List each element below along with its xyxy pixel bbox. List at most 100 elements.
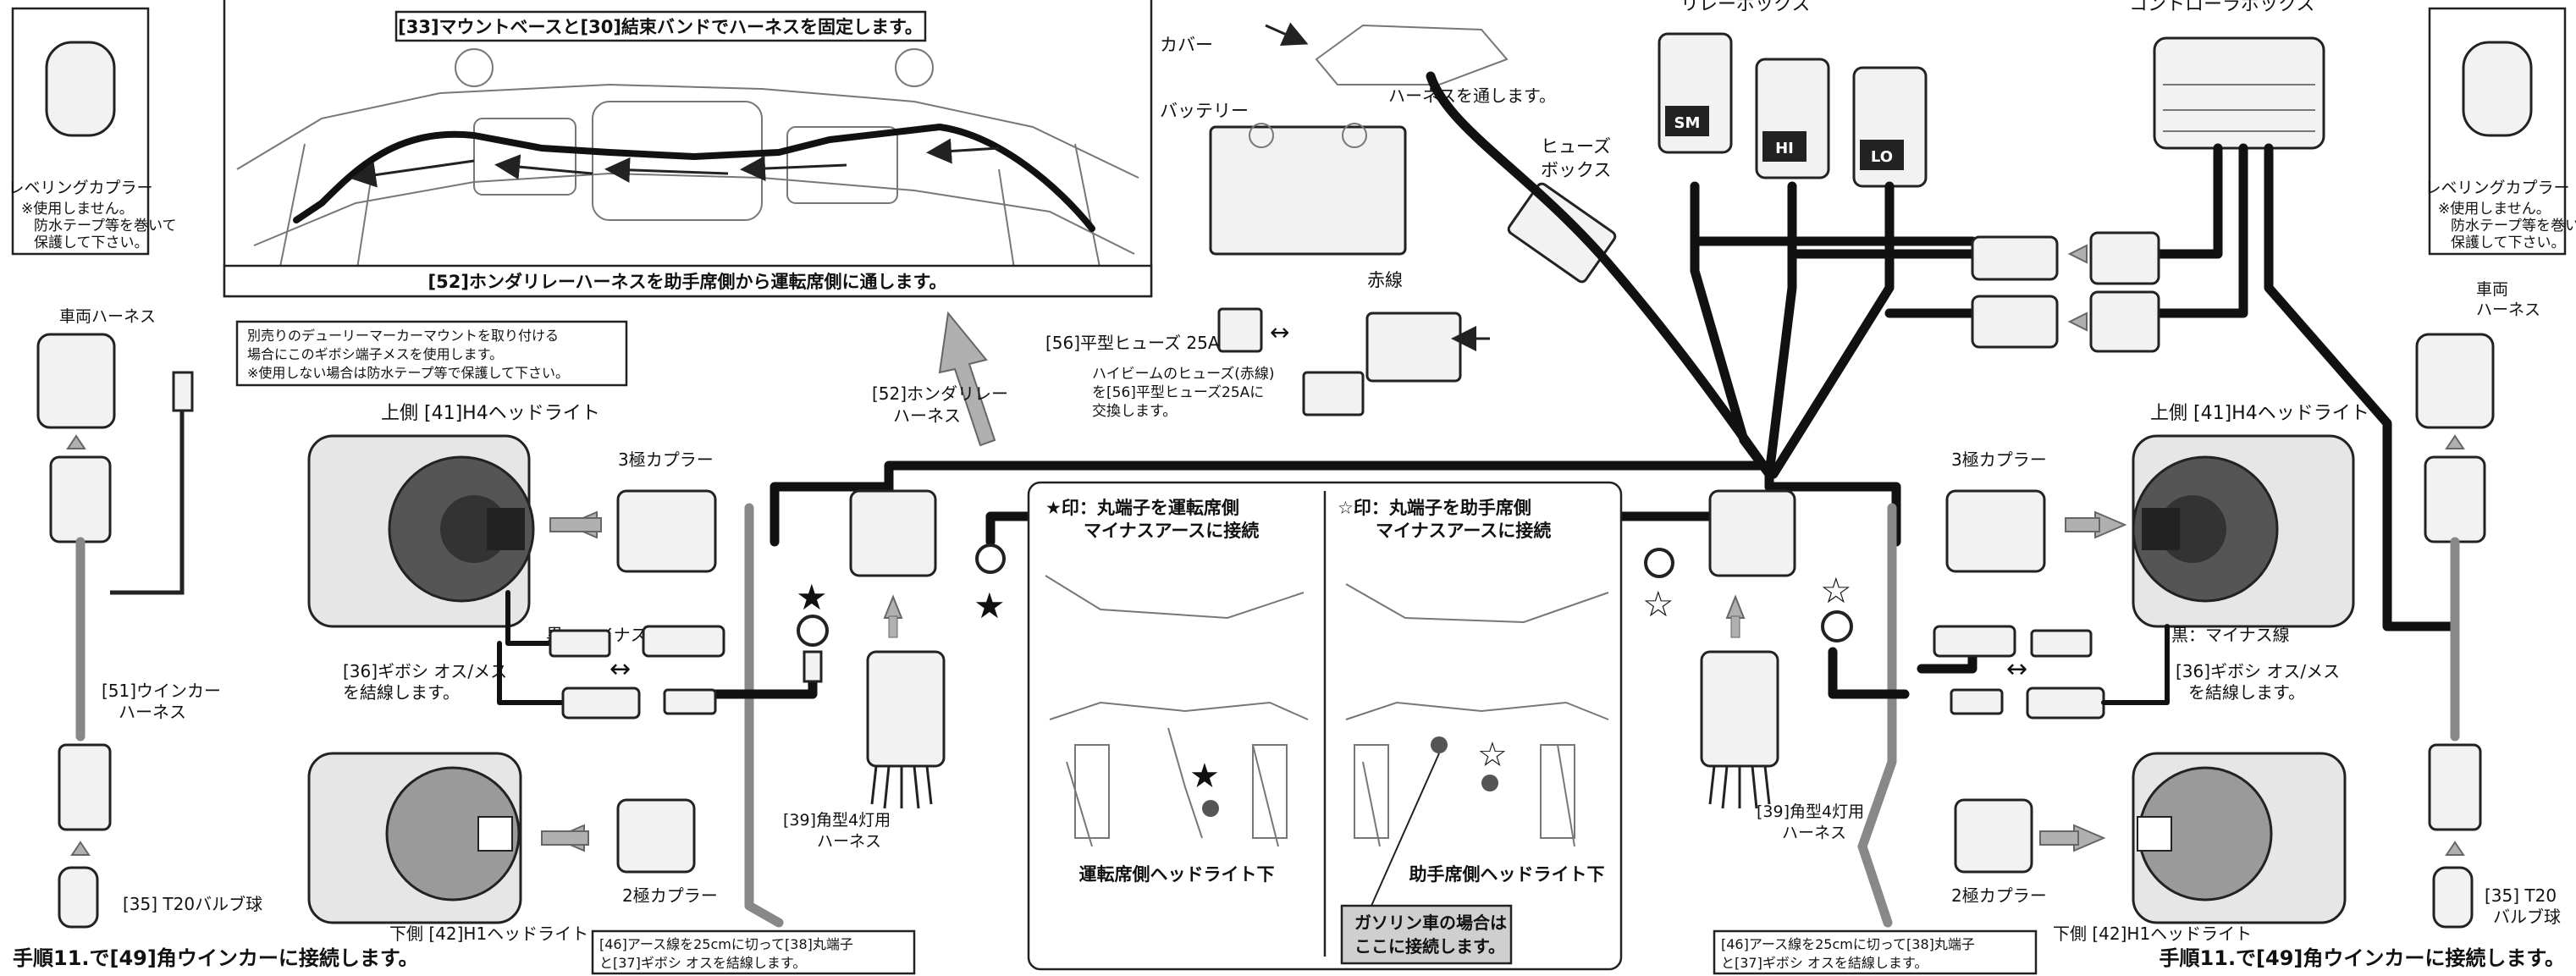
engine-bay: カバー バッテリー ハーネスを通します。 ヒューズ ボックス 赤線 [56]平型… [872, 22, 1617, 426]
red-wire-label: 赤線 [1367, 270, 1403, 290]
flat-fuse-label: [56]平型ヒューズ 25A [1045, 333, 1220, 353]
left-leveling-note-2: 防水テープ等を巻いて [34, 218, 176, 234]
svg-text:↔: ↔ [610, 654, 631, 684]
controller-connectors [1971, 231, 2160, 353]
left-star-1: ★ [796, 576, 828, 618]
right-two-pole-coupler: 2極カプラー [1951, 885, 2047, 906]
left-leveling-title: レベリングカプラー [8, 179, 152, 197]
right-three-pole-coupler: 3極カプラー [1951, 449, 2047, 470]
routing-frame: [33]マウントベースと[30]結束バンドでハーネスを固定します。 [52]ホン… [223, 0, 1153, 298]
ground-panel: ★印：丸端子を運転席側 マイナスアースに接続 ☆印：丸端子を助手席側 マイナスア… [1027, 481, 1623, 971]
left-step11-note: 手順11.で[49]角ウインカーに接続します。 [13, 946, 418, 970]
left-winker-harness-1: [51]ウインカー [102, 681, 221, 701]
left-three-pole-coupler: 3極カプラー [618, 449, 714, 470]
relay-box: リレーボックス SM HI LO [1658, 0, 1928, 188]
right-ground-note-1: [46]アース線を25cmに切って[38]丸端子 [1721, 936, 1975, 952]
honda-relay-route-note: [52]ホンダリレーハーネスを助手席側から運転席側に通します。 [428, 272, 947, 292]
left-leveling-coupler [45, 41, 116, 137]
honda-relay-harness-2: ハーネス [893, 405, 961, 426]
right-t20-label-1: [35] T20 [2485, 885, 2557, 906]
right-honda-relay-plug [1708, 489, 1796, 577]
left-ground-note-1: [46]アース線を25cmに切って[38]丸端子 [599, 936, 853, 952]
right-leveling-coupler [2462, 41, 2533, 137]
relay-sm-label: SM [1674, 114, 1701, 132]
fuse-note-1: ハイビームのヒューズ(赤線) [1092, 366, 1275, 383]
driver-star: ★ [1189, 757, 1220, 796]
driver-ground-title-1: ★印：丸端子を運転席側 [1045, 498, 1239, 518]
passenger-ground-title-1: ☆印：丸端子を助手席側 [1338, 498, 1531, 518]
relay-box-title: リレーボックス [1680, 0, 1810, 15]
controller-box-title: コントローラボックス [2129, 0, 2314, 15]
driver-ground-caption: 運転席側ヘッドライト下 [1079, 864, 1275, 885]
fuse-note-2: を[56]平型ヒューズ25Aに [1092, 384, 1264, 401]
daymarker-note-1: 別売りのデューリーマーカーマウントを取り付ける [247, 328, 559, 344]
fuse-box [1507, 182, 1617, 284]
daymarker-note-3: ※使用しない場合は防水テープ等で保護して下さい。 [247, 365, 569, 381]
passenger-star: ☆ [1477, 736, 1508, 775]
left-sq4-harness-2: ハーネス [817, 832, 881, 851]
left-gibosi-note-1: [36]ギボシ オス/メス [343, 661, 507, 681]
right-vehicle-harness-2: ハーネス [2476, 301, 2540, 319]
left-upper-headlight: 上側 [41]H4ヘッドライト [381, 403, 600, 424]
left-vehicle-harness: 車両ハーネス [59, 307, 156, 326]
right-three-pole-connector [1945, 489, 2046, 573]
left-gibosi-note-2: を結線します。 [343, 682, 460, 703]
right-gibosi-note-1: [36]ギボシ オス/メス [2176, 661, 2340, 681]
right-leveling-note-1: ※使用しません。 [2438, 200, 2551, 218]
left-honda-relay-plug [849, 489, 937, 577]
fuse-box-label-1: ヒューズ [1541, 136, 1611, 157]
right-side: レベリングカプラー ※使用しません。 防水テープ等を巻いて 保護して下さい。 車… [1642, 7, 2576, 975]
right-leveling-note-2: 防水テープ等を巻いて [2451, 218, 2576, 234]
gasoline-note-1: ガソリン車の場合は [1354, 913, 1507, 933]
passenger-ground-title-2: マイナスアースに接続 [1376, 521, 1551, 541]
right-sq4-harness-2: ハーネス [1782, 824, 1846, 842]
battery-label: バッテリー [1160, 101, 1249, 121]
right-ground-note-2: と[37]ギボシ オスを結線します。 [1721, 955, 1928, 971]
right-leveling-note-3: 保護して下さい。 [2451, 234, 2566, 251]
left-side: レベリングカプラー ※使用しません。 防水テープ等を巻いて 保護して下さい。 車… [8, 7, 1006, 975]
cover-label: カバー [1160, 35, 1213, 55]
harness-pass-note: ハーネスを通します。 [1388, 85, 1556, 106]
right-vehicle-harness-1: 車両 [2476, 280, 2508, 299]
right-upper-headlight: 上側 [41]H4ヘッドライト [2150, 403, 2369, 424]
fuse-note-3: 交換します。 [1092, 403, 1177, 420]
gasoline-note-box [1340, 904, 1513, 965]
fuse-holder [1365, 312, 1462, 383]
left-ground-note-2: と[37]ギボシ オスを結線します。 [599, 955, 806, 971]
passenger-ground-caption: 助手席側ヘッドライト下 [1409, 864, 1605, 885]
right-star-1: ☆ [1642, 583, 1674, 625]
left-leveling-note-3: 保護して下さい。 [34, 234, 149, 251]
flat-fuse [1217, 307, 1263, 353]
controller-box: コントローラボックス [2129, 0, 2325, 150]
svg-text:↔: ↔ [1270, 318, 1289, 346]
left-vehicle-connector [36, 333, 116, 429]
mount-fix-note: [33]マウントベースと[30]結束バンドでハーネスを固定します。 [398, 17, 923, 37]
routing-up-arrow [938, 311, 996, 447]
right-t20-bulb [2432, 866, 2474, 929]
left-two-pole-connector [616, 798, 696, 874]
right-step11-note: 手順11.で[49]角ウインカーに接続します。 [2160, 946, 2565, 970]
left-t20-bulb [58, 866, 99, 929]
right-vehicle-connector [2415, 333, 2495, 429]
left-two-pole-coupler: 2極カプラー [622, 885, 718, 906]
relay-hi-label: HI [1775, 140, 1794, 157]
left-leveling-note-1: ※使用しません。 [21, 200, 134, 218]
right-black-minus: 黒：マイナス線 [2171, 625, 2290, 645]
right-two-pole-connector [1954, 798, 2033, 874]
right-t20-label-2: バルブ球 [2493, 907, 2561, 927]
left-three-pole-connector [616, 489, 717, 573]
right-gibosi-note-2: を結線します。 [2188, 682, 2305, 703]
driver-ground-title-2: マイナスアースに接続 [1084, 521, 1259, 541]
honda-relay-harness-1: [52]ホンダリレー [872, 383, 1008, 404]
right-star-2: ☆ [1820, 570, 1852, 611]
battery [1209, 125, 1407, 256]
right-leveling-title: レベリングカプラー [2424, 179, 2569, 197]
left-sq4-harness-1: [39]角型4灯用 [783, 811, 891, 830]
left-lower-headlight: 下側 [42]H1ヘッドライト [389, 924, 588, 944]
right-sq4-harness-1: [39]角型4灯用 [1757, 802, 1864, 821]
left-t20-label: [35] T20バルブ球 [123, 894, 262, 914]
gasoline-note-2: ここに接続します。 [1354, 936, 1505, 957]
relay-lo-label: LO [1871, 148, 1893, 166]
svg-text:↔: ↔ [2006, 654, 2027, 684]
